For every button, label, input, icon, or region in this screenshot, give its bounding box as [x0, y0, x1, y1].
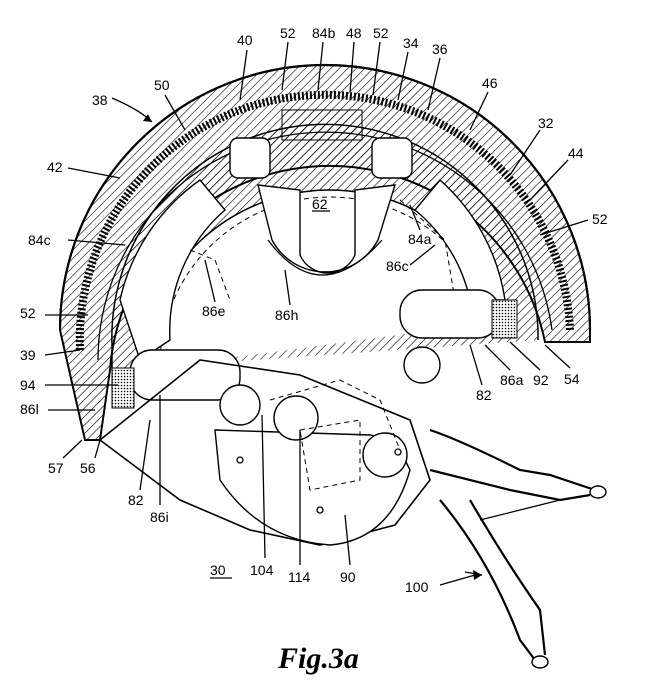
label-40: 40 — [237, 32, 253, 48]
figure-caption: Fig.3a — [277, 642, 359, 675]
label-52: 52 — [20, 305, 36, 321]
label-90: 90 — [340, 569, 356, 585]
label-86i: 86i — [150, 509, 169, 525]
arrow-100-head — [473, 570, 482, 580]
label-92: 92 — [533, 372, 549, 388]
label-86h: 86h — [275, 307, 298, 323]
label-86l: 86l — [20, 401, 39, 417]
label-39: 39 — [20, 347, 36, 363]
label-104: 104 — [250, 562, 274, 578]
label-94: 94 — [20, 377, 36, 393]
label-82: 82 — [476, 387, 492, 403]
label-82: 82 — [128, 492, 144, 508]
reference-labels: 40 52 84b 48 52 34 36 38 50 46 32 42 44 … — [20, 25, 608, 595]
label-36: 36 — [432, 41, 448, 57]
label-57: 57 — [48, 460, 64, 476]
arrow-38-head — [143, 114, 152, 122]
label-84c: 84c — [28, 232, 51, 248]
label-100: 100 — [405, 579, 429, 595]
face-guard — [429, 428, 607, 669]
label-62: 62 — [312, 196, 328, 212]
label-50: 50 — [154, 77, 170, 93]
label-52: 52 — [280, 25, 296, 41]
label-52: 52 — [373, 25, 389, 41]
crown-pads — [229, 109, 413, 276]
label-46: 46 — [482, 75, 498, 91]
label-114: 114 — [288, 569, 311, 585]
side-cushions — [119, 178, 506, 362]
leader-lines — [44, 41, 589, 586]
label-84b: 84b — [312, 25, 336, 41]
label-86a: 86a — [500, 372, 524, 388]
label-86e: 86e — [202, 303, 226, 319]
label-54: 54 — [564, 371, 580, 387]
label-56: 56 — [80, 460, 96, 476]
label-30: 30 — [210, 562, 226, 578]
label-38: 38 — [92, 92, 108, 108]
label-44: 44 — [568, 145, 584, 161]
label-34: 34 — [403, 35, 419, 51]
label-52: 52 — [592, 211, 608, 227]
label-86c: 86c — [386, 258, 409, 274]
label-32: 32 — [538, 115, 554, 131]
label-84a: 84a — [408, 231, 432, 247]
label-48: 48 — [346, 25, 362, 41]
label-42: 42 — [47, 159, 63, 175]
